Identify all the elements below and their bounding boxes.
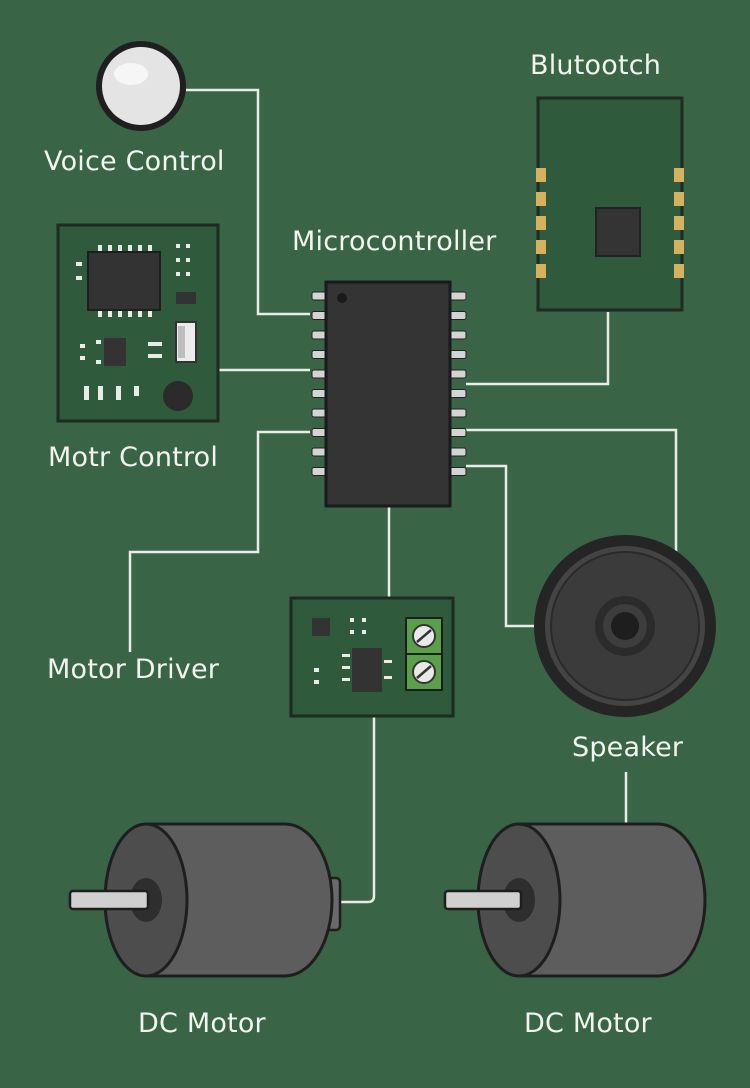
wire-mcu-to-speaker-2 [466,464,536,628]
motor-driver-label: Motor Driver [47,654,220,685]
wire-driver-to-dc-motor [336,716,376,904]
bluetooth-label: Blutootch [530,50,662,81]
bluetooth-module-icon [536,96,684,312]
dc-motor-left-label: DC Motor [138,1008,266,1039]
mcu-pin-right [449,369,467,379]
microcontroller-chip-icon [311,280,467,508]
speaker-label: Speaker [572,732,684,763]
voice-control-button-icon [96,41,186,131]
mcu-pin-right [449,291,467,301]
mcu-pin-right [449,389,467,398]
motor-control-label: Motr Control [48,442,219,473]
microcontroller-label: Microcontroller [292,226,497,257]
mcu-pin-right [449,428,467,437]
dc-motor-right-label: DC Motor [524,1008,652,1039]
voice-control-label: Voice Control [44,146,225,177]
mcu-pin-right [449,447,467,457]
mcu-pin-right [449,467,467,476]
mcu-pin-right [449,311,467,320]
motor-driver-board-icon [289,596,455,718]
connection-wires [128,88,678,904]
wire-voice-to-mcu [186,88,310,316]
motor-control-board-icon [56,223,220,423]
wire-mcu-to-motor-driver [128,430,310,652]
mcu-pin-right [449,330,467,340]
mcu-pin-right [449,408,467,418]
dc-motor-right-icon [443,822,707,978]
wire-mcu-to-speaker [466,428,678,552]
dc-motor-left-icon [68,822,342,978]
speaker-icon [534,535,716,717]
mcu-pin-right [449,350,467,359]
wire-mcu-to-bluetooth [466,312,610,386]
